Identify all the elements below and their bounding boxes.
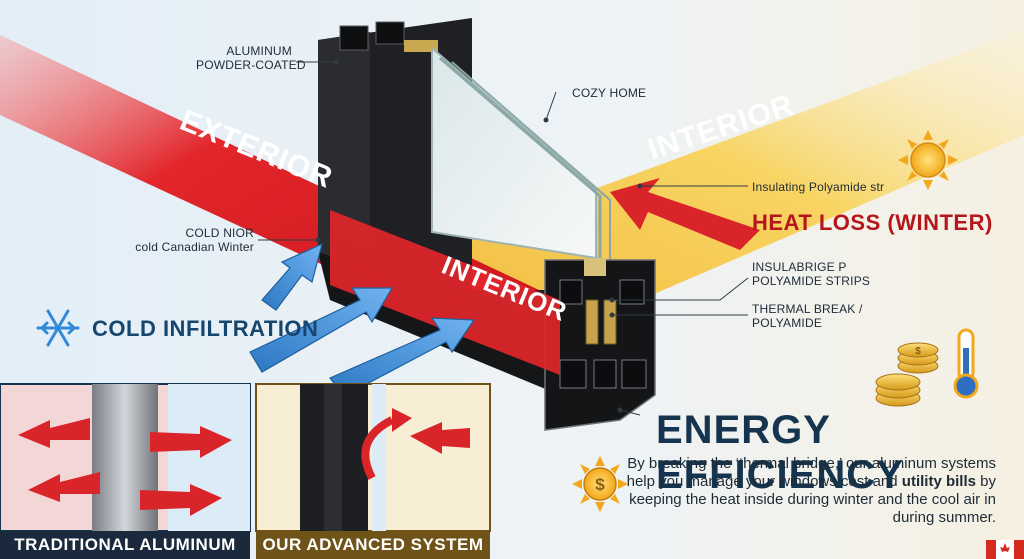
frame-top-chamber-2 <box>375 21 405 45</box>
traditional-aluminum-panel <box>0 383 251 532</box>
energy-efficiency-title: ENERGY EFFICIENCY <box>656 408 904 497</box>
traditional-aluminum-label: TRADITIONAL ALUMINUM <box>14 535 236 554</box>
aluminum-label-line2: POWDER-COATED <box>196 58 306 73</box>
energy-body-part2: by keeping the heat inside during winter… <box>629 473 996 526</box>
svg-text:$: $ <box>915 346 921 357</box>
cold-infiltration-label: COLD INFILTRATION <box>92 316 319 341</box>
glass-pane-edge <box>439 56 602 262</box>
thermal-break-line1: THERMAL BREAK / <box>752 302 863 316</box>
polyamide-strip-2 <box>603 299 617 345</box>
aluminum-label-line1: ALUMINUM <box>226 44 292 58</box>
coin-stack-icon: $ <box>875 342 939 407</box>
interior-band-frame <box>330 210 560 375</box>
cozy-home-label: COZY HOME <box>572 86 647 100</box>
traditional-label-bg <box>0 531 250 559</box>
interior-light-band <box>470 30 1024 300</box>
sun-icon <box>898 130 958 190</box>
cold-arrow-2 <box>249 287 394 373</box>
insulating-polyamide-label: Insulating Polyamide str <box>752 180 885 194</box>
cold-nior-line1: COLD NIOR <box>185 226 254 240</box>
heat-loss-label: HEAT LOSS (WINTER) <box>752 210 993 235</box>
frame-chamber-d <box>593 359 617 389</box>
energy-efficiency-body: By breaking the ‘thermal bridge,’ our al… <box>612 455 996 527</box>
frame-top-chamber <box>339 25 369 51</box>
glass-spacer <box>584 258 606 276</box>
thermometer-icon <box>953 328 979 399</box>
advanced-system-panel <box>255 383 491 532</box>
insulabrige-line1: INSULABRIGE P <box>752 260 847 274</box>
frame-chamber-c <box>559 359 587 389</box>
leader-lines <box>258 61 749 416</box>
cold-arrow-1 <box>261 242 323 311</box>
insulabrige-line2: POLYAMIDE STRIPS <box>752 274 871 289</box>
thermal-break-line2: POLYAMIDE <box>752 316 823 331</box>
energy-body-bold: utility bills <box>901 473 976 490</box>
thermal-break-label: THERMAL BREAK / POLYAMIDE <box>752 302 863 331</box>
heat-loss-arrow <box>610 178 760 250</box>
cold-nior-line2: cold Canadian Winter <box>135 240 254 255</box>
canada-flag-icon <box>986 540 1024 559</box>
aluminum-label: ALUMINUM POWDER-COATED <box>196 44 306 73</box>
frame-chamber-a <box>559 279 583 305</box>
advanced-label-bg <box>256 531 490 559</box>
polyamide-strip-1 <box>585 299 599 345</box>
frame-top-gasket <box>404 40 438 52</box>
energy-body-part1: By breaking the ‘thermal bridge,’ our al… <box>626 455 996 490</box>
insulabrige-label: INSULABRIGE P POLYAMIDE STRIPS <box>752 260 870 289</box>
dollar-sun-icon: $ <box>572 456 628 512</box>
cold-nior-label: COLD NIOR cold Canadian Winter <box>128 226 254 255</box>
glass-pane-edge-2 <box>451 61 611 266</box>
advanced-system-label: OUR ADVANCED SYSTEM <box>262 535 484 554</box>
frame-chamber-e <box>621 359 647 389</box>
svg-text:$: $ <box>595 475 605 494</box>
leader-dots <box>315 59 643 413</box>
snowflake-icon <box>36 309 80 347</box>
